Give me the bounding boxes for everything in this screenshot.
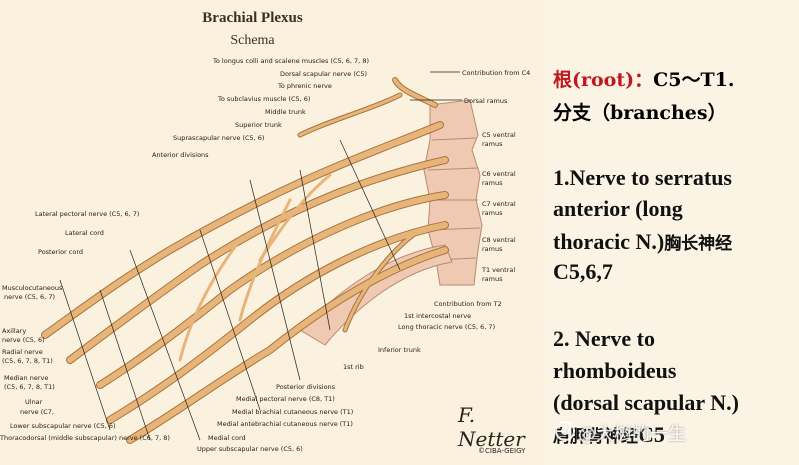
label-thoracodorsal: Thoracodorsal (middle subscapular) nerve… xyxy=(0,434,170,442)
plexus-illustration xyxy=(41,71,483,444)
watermark: @大树的一生 xyxy=(578,424,686,445)
label-first-rib: 1st rib xyxy=(343,363,364,371)
label-ulnar-2: nerve (C7, xyxy=(20,408,54,416)
vertebrae xyxy=(423,99,483,286)
label-musculocutaneous-2: nerve (C5, 6, 7) xyxy=(4,293,55,301)
label-inferior-trunk: Inferior trunk xyxy=(378,346,421,354)
label-subclavius: To subclavius muscle (C5, 6) xyxy=(218,95,311,103)
label-c7-ramus: ramus xyxy=(482,209,503,217)
label-dorsal-ramus: Dorsal ramus xyxy=(464,97,508,105)
label-posterior-cord: Posterior cord xyxy=(38,248,84,256)
label-dorsal-scapular: Dorsal scapular nerve (C5) xyxy=(280,70,368,78)
figure-subtitle: Schema xyxy=(230,33,275,48)
label-suprascapular: Suprascapular nerve (C5, 6) xyxy=(173,134,265,142)
label-c5-ventral: C5 ventral xyxy=(482,131,516,139)
label-radial: Radial nerve xyxy=(2,348,43,356)
root-value: C5～T1. xyxy=(653,69,735,91)
item1-line2: anterior (long xyxy=(553,196,683,221)
root-label: 根(root)： xyxy=(553,69,654,91)
label-lateral-cord: Lateral cord xyxy=(65,229,104,237)
label-c8-ventral: C8 ventral xyxy=(482,236,516,244)
label-first-intercostal: 1st intercostal nerve xyxy=(404,312,472,320)
label-contribution-t2: Contribution from T2 xyxy=(434,300,502,308)
item2-line1: 2. Nerve to xyxy=(553,326,656,351)
label-medial-cord: Medial cord xyxy=(208,434,246,442)
label-median: Median nerve xyxy=(4,374,49,382)
artist-signature: F. Netter xyxy=(458,403,525,451)
label-c5-ramus: ramus xyxy=(482,140,503,148)
label-t1-ventral: T1 ventral xyxy=(482,266,516,274)
label-long-thoracic: Long thoracic nerve (C5, 6, 7) xyxy=(398,323,496,331)
item1-line3-en: thoracic N.) xyxy=(553,229,665,254)
label-c6-ventral: C6 ventral xyxy=(482,170,516,178)
signature-code: ©CIBA-GEIGY xyxy=(478,447,526,455)
label-middle-trunk: Middle trunk xyxy=(265,108,306,116)
label-lateral-pectoral: Lateral pectoral nerve (C5, 6, 7) xyxy=(35,210,140,218)
label-medial-pectoral: Medial pectoral nerve (C8, T1) xyxy=(236,395,335,403)
item1-line3: thoracic N.)胸长神经 xyxy=(553,226,732,260)
branches-line: 分支（branches） xyxy=(553,102,727,124)
label-c7-ventral: C7 ventral xyxy=(482,200,516,208)
label-radial-2: (C5, 6, 7, 8, T1) xyxy=(2,357,53,365)
label-musculocutaneous: Musculocutaneous xyxy=(2,284,63,292)
leader-lines xyxy=(59,71,462,441)
label-upper-subscapular: Upper subscapular nerve (C5, 6) xyxy=(197,445,303,453)
item1-line1: 1.Nerve to serratus xyxy=(553,165,732,190)
label-c8-ramus: ramus xyxy=(482,245,503,253)
label-medial-brachial: Medial brachial cutaneous nerve (T1) xyxy=(232,408,354,416)
item2-line3: (dorsal scapular N.) xyxy=(553,390,739,415)
label-posterior-divisions: Posterior divisions xyxy=(276,383,336,391)
item1-line4: C5,6,7 xyxy=(553,259,613,284)
item2-line4-en: C5 xyxy=(638,422,665,447)
root-line: 根(root)：C5～T1. xyxy=(553,65,734,92)
figure-title: Brachial Plexus xyxy=(202,10,303,26)
item1-line3-cn: 胸长神经 xyxy=(664,234,733,254)
label-superior-trunk: Superior trunk xyxy=(235,121,282,129)
label-phrenic: To phrenic nerve xyxy=(278,82,332,90)
nerves xyxy=(42,78,448,443)
watermark-logo-icon xyxy=(555,421,575,441)
label-medial-antebrachial: Medial antebrachial cutaneous nerve (T1) xyxy=(217,420,353,428)
label-anterior-divisions: Anterior divisions xyxy=(152,151,209,159)
label-t1-ramus: ramus xyxy=(482,275,503,283)
item2-line2: rhomboideus xyxy=(553,358,677,383)
label-longus-colli: To longus colli and scalene muscles (C5,… xyxy=(213,57,369,65)
brachial-plexus-figure: Brachial Plexus Schema To longus colli a… xyxy=(0,10,531,455)
label-c6-ramus: ramus xyxy=(482,179,503,187)
label-axillary-2: nerve (C5, 6) xyxy=(2,336,45,344)
label-axillary: Axillary xyxy=(2,327,27,335)
label-ulnar: Ulnar xyxy=(25,398,43,406)
label-lower-subscapular: Lower subscapular nerve (C5, 6) xyxy=(10,422,116,430)
label-median-2: (C5, 6, 7, 8, T1) xyxy=(4,383,55,391)
label-contribution-c4: Contribution from C4 xyxy=(462,69,531,77)
